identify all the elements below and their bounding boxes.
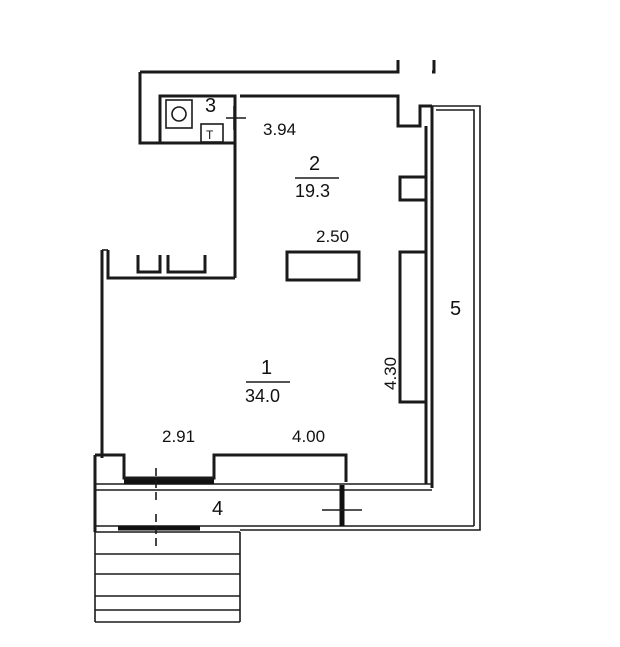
dimension-2-91: 2.91 <box>162 427 195 446</box>
boiler-icon <box>200 123 224 143</box>
dimension-labels: 3.94 2.50 2.91 4.00 4.30 <box>162 120 400 446</box>
room-labels: 3 T 2 19.3 1 34.0 4 5 <box>205 95 461 520</box>
outer-walls <box>93 60 436 532</box>
balcony-4 <box>95 468 474 550</box>
room-5-number: 5 <box>450 298 461 320</box>
toilet-icon <box>165 99 193 129</box>
room-4-number: 4 <box>212 498 223 520</box>
dimension-4-30: 4.30 <box>381 357 400 390</box>
dimension-2-50: 2.50 <box>316 227 349 246</box>
loggia-5 <box>240 105 481 531</box>
room-3-number: 3 <box>205 95 216 117</box>
dimension-3-94: 3.94 <box>263 120 296 139</box>
room-1-area: 34.0 <box>245 386 280 406</box>
entry-stairs <box>94 532 241 623</box>
room-1-number: 1 <box>261 357 272 379</box>
boiler-symbol: T <box>206 128 214 142</box>
dimension-4-00: 4.00 <box>292 427 325 446</box>
bathroom-3 <box>165 99 246 143</box>
room-2-area: 19.3 <box>295 181 330 201</box>
kitchen-counter <box>285 250 361 282</box>
room-2-number: 2 <box>309 153 320 175</box>
